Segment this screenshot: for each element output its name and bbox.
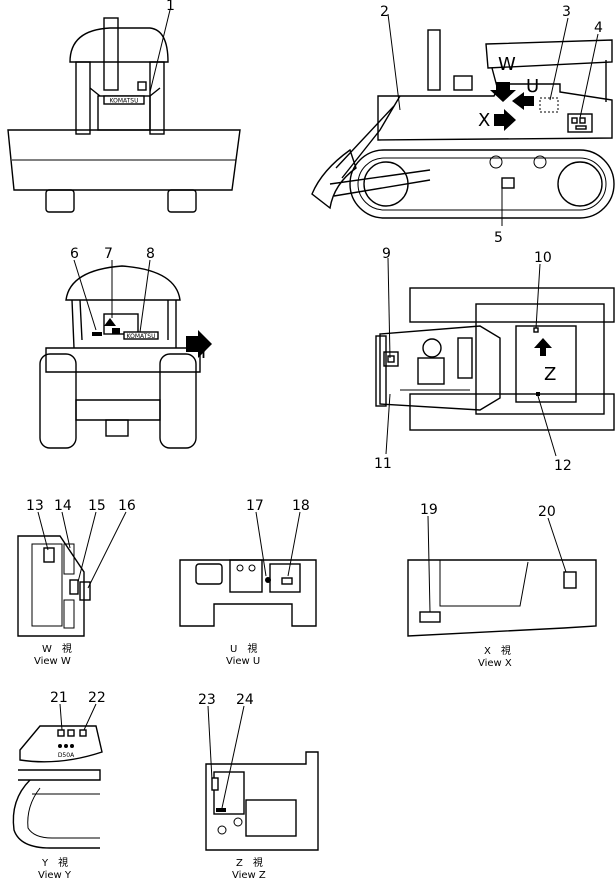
callout-14: 14 [54, 498, 72, 514]
callout-6: 6 [70, 246, 79, 262]
callout-1: 1 [166, 0, 175, 14]
view-x-drawing [407, 559, 597, 637]
caption-w-en: View W [34, 656, 71, 667]
front-plate-text: KOMATSU [109, 98, 138, 105]
view-arrow-w-label: W [498, 54, 516, 75]
callout-17: 17 [246, 498, 264, 514]
callout-12: 12 [554, 458, 572, 474]
caption-x-en: View X [478, 658, 512, 669]
view-u-drawing [179, 559, 317, 627]
callout-22: 22 [88, 690, 106, 706]
front-view-bulldozer: KOMATSU [7, 17, 241, 213]
view-y-drawing: D50A [12, 725, 103, 849]
callout-15: 15 [88, 498, 106, 514]
callout-21: 21 [50, 690, 68, 706]
callout-5: 5 [494, 230, 503, 246]
view-w-drawing [17, 535, 91, 637]
view-y-plate-text: D50A [58, 752, 75, 759]
callout-7: 7 [104, 246, 113, 262]
callout-19: 19 [420, 502, 438, 518]
caption-u-jp: U 視 [230, 642, 257, 655]
caption-z-en: View Z [232, 870, 266, 881]
callout-8: 8 [146, 246, 155, 262]
callout-9: 9 [382, 246, 391, 262]
callout-16: 16 [118, 498, 136, 514]
view-arrow-x-label: X [478, 110, 490, 131]
view-arrow-z-label: Z [544, 364, 556, 385]
view-z-drawing [205, 751, 319, 851]
caption-y-en: View Y [38, 870, 72, 881]
top-view-bulldozer: Z [375, 287, 615, 431]
rear-view-bulldozer: KOMATSU Y [39, 265, 212, 449]
callout-18: 18 [292, 498, 310, 514]
callout-23: 23 [198, 692, 216, 708]
callout-4: 4 [594, 20, 603, 36]
callout-24: 24 [236, 692, 254, 708]
view-arrow-u-label: U [526, 76, 539, 97]
view-arrow-y-label: Y [197, 342, 210, 363]
caption-x-jp: X 視 [484, 644, 511, 657]
callout-11: 11 [374, 456, 392, 472]
callout-10: 10 [534, 250, 552, 266]
callout-13: 13 [26, 498, 44, 514]
side-view-bulldozer: W U X [311, 29, 615, 219]
caption-u-en: View U [226, 656, 260, 667]
rear-plate-text: KOMATSU [126, 333, 155, 340]
caption-y-jp: Y 視 [41, 856, 68, 869]
callout-3: 3 [562, 4, 571, 20]
callout-2: 2 [380, 4, 389, 20]
callout-20: 20 [538, 504, 556, 520]
caption-w-jp: W 視 [42, 642, 72, 655]
caption-z-jp: Z 視 [236, 856, 263, 869]
